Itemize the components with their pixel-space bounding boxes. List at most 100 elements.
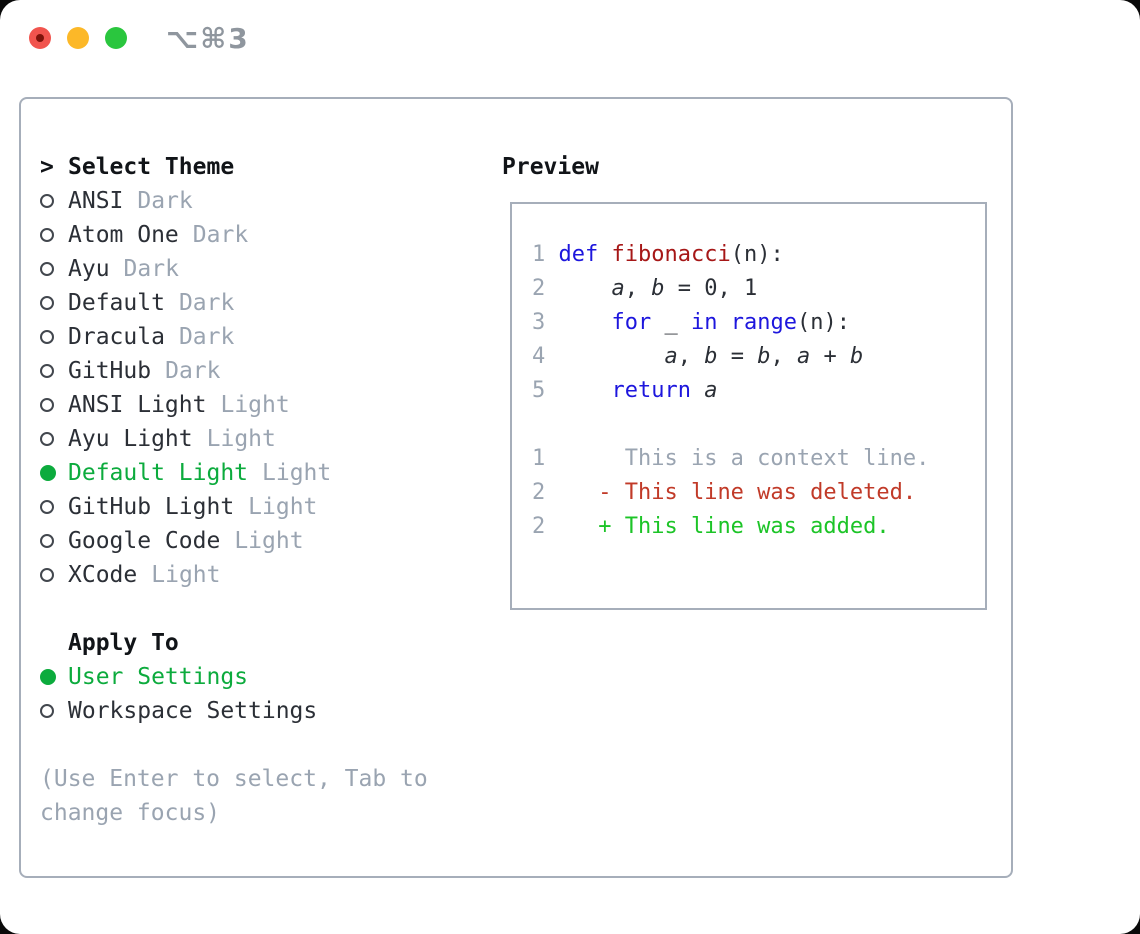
apply-option-workspace-settings[interactable]: Workspace Settings	[40, 694, 490, 728]
variant-tag: Light	[151, 562, 221, 588]
code-token-num: 1	[532, 242, 559, 267]
preview-line: 4 a, b = b, a + b	[532, 340, 985, 374]
code-token-pl: (n):	[796, 310, 850, 335]
radio-icon	[40, 194, 54, 208]
preview-line: 5 return a	[532, 374, 985, 408]
preview-line: 1 def fibonacci(n):	[532, 238, 985, 272]
radio-selected-icon	[40, 669, 56, 685]
radio-icon	[40, 534, 54, 548]
preview-line: 2 - This line was deleted.	[532, 476, 985, 510]
title-bar: ⌥⌘3	[0, 0, 1140, 76]
code-token-num: 5	[532, 378, 559, 403]
code-token-num: 2	[532, 276, 559, 301]
preview-line: 2 + This line was added.	[532, 510, 985, 544]
cursor-prompt-icon: >	[40, 154, 54, 180]
help-text-line-1: (Use Enter to select, Tab to	[40, 766, 428, 792]
variant-tag: Dark	[123, 256, 179, 282]
close-window-button[interactable]	[29, 27, 51, 49]
spacer	[40, 728, 490, 762]
code-token-kw: return	[611, 378, 705, 403]
code-token-add: + This line was added.	[558, 514, 890, 539]
code-token-num: 3	[532, 310, 559, 335]
theme-item-xcode[interactable]: XCode Light	[40, 558, 490, 592]
variant-tag: Dark	[192, 222, 249, 248]
theme-item-label: GitHub Light	[68, 494, 235, 520]
theme-item-default-light[interactable]: Default Light Light	[40, 456, 490, 490]
apply-option-user-settings[interactable]: User Settings	[40, 660, 490, 694]
apply-option-label: Workspace Settings	[68, 698, 318, 724]
code-token-pl	[717, 310, 730, 335]
radio-icon	[40, 398, 54, 412]
code-token-kw: for	[611, 310, 652, 335]
code-token-id: b	[757, 344, 771, 369]
preview-line: 3 for _ in range(n):	[532, 306, 985, 340]
theme-item-label: Default	[68, 290, 165, 316]
variant-tag: Light	[206, 426, 276, 452]
variant-tag: Dark	[137, 188, 193, 214]
theme-item-label: XCode	[68, 562, 138, 588]
radio-icon	[40, 330, 54, 344]
theme-item-ansi-light[interactable]: ANSI Light Light	[40, 388, 490, 422]
code-token-id: a	[796, 344, 811, 369]
code-token-id: b	[849, 344, 864, 369]
zoom-window-button[interactable]	[105, 27, 127, 49]
window-shortcut-label: ⌥⌘3	[166, 22, 250, 55]
preview-line: 1 This is a context line.	[532, 442, 985, 476]
theme-item-label: GitHub	[68, 358, 152, 384]
theme-list-header: > Select Theme	[40, 150, 490, 184]
preview-line	[532, 408, 985, 442]
preview-line: 2 a, b = 0, 1	[532, 272, 985, 306]
code-token-kw: range	[730, 310, 797, 335]
theme-list-title: Select Theme	[68, 154, 235, 180]
radio-icon	[40, 262, 54, 276]
variant-tag: Light	[234, 528, 304, 554]
theme-item-ansi[interactable]: ANSI Dark	[40, 184, 490, 218]
code-token-id: a	[611, 276, 625, 301]
code-token-id: b	[651, 276, 665, 301]
code-token-pl: (n):	[730, 242, 784, 267]
theme-item-label: Default Light	[68, 460, 249, 486]
code-token-num: 1	[532, 446, 559, 471]
code-token-pl: _	[651, 310, 691, 335]
theme-item-label: Google Code	[68, 528, 221, 554]
variant-tag: Light	[220, 392, 290, 418]
minimize-window-button[interactable]	[67, 27, 89, 49]
spacer	[40, 592, 490, 626]
radio-icon	[40, 296, 54, 310]
code-token-pl: = 0, 1	[664, 276, 758, 301]
code-token-num: 4	[532, 344, 559, 369]
apply-to-title: Apply To	[68, 630, 179, 656]
variant-tag: Dark	[178, 290, 235, 316]
code-token-pl: ,	[677, 344, 705, 369]
help-text-line-2: change focus)	[40, 800, 221, 826]
variant-tag: Light	[262, 460, 332, 486]
apply-to-header: Apply To	[40, 626, 490, 660]
code-token-pl	[559, 310, 612, 335]
theme-item-default[interactable]: Default Dark	[40, 286, 490, 320]
code-token-kw: def	[558, 242, 612, 267]
theme-item-label: Ayu	[68, 256, 110, 282]
code-token-pl: +	[810, 344, 850, 369]
radio-icon	[40, 364, 54, 378]
radio-selected-icon	[40, 465, 56, 481]
code-token-id: a	[664, 344, 678, 369]
radio-icon	[40, 228, 54, 242]
theme-item-google-code[interactable]: Google Code Light	[40, 524, 490, 558]
code-token-del: - This line was deleted.	[558, 480, 917, 505]
code-token-pl	[559, 276, 612, 301]
theme-item-label: ANSI	[68, 188, 124, 214]
theme-item-label: ANSI Light	[68, 392, 207, 418]
code-token-id: a	[704, 378, 718, 403]
theme-item-ayu[interactable]: Ayu Dark	[40, 252, 490, 286]
radio-icon	[40, 500, 54, 514]
